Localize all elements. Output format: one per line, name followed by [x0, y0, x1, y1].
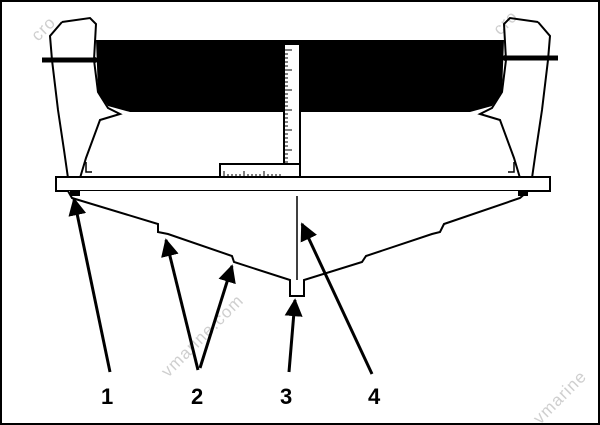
arrow-2a [161, 238, 200, 371]
arrow-3 [284, 298, 303, 373]
hull-bottom [67, 190, 529, 297]
callout-2: 2 [191, 384, 203, 409]
callout-3: 3 [280, 384, 292, 409]
arrow-1 [68, 197, 112, 373]
callout-4: 4 [368, 384, 381, 409]
arrow-4 [300, 222, 374, 375]
arrow-2b [198, 264, 236, 369]
watermark-bottom-right: vmarine [529, 367, 590, 425]
callout-1: 1 [101, 384, 113, 409]
leader-arrows [68, 197, 374, 375]
watermark-top-left: cro [27, 13, 59, 45]
watermark-center: vmarine.com [157, 291, 247, 381]
deck-plate [55, 176, 551, 192]
